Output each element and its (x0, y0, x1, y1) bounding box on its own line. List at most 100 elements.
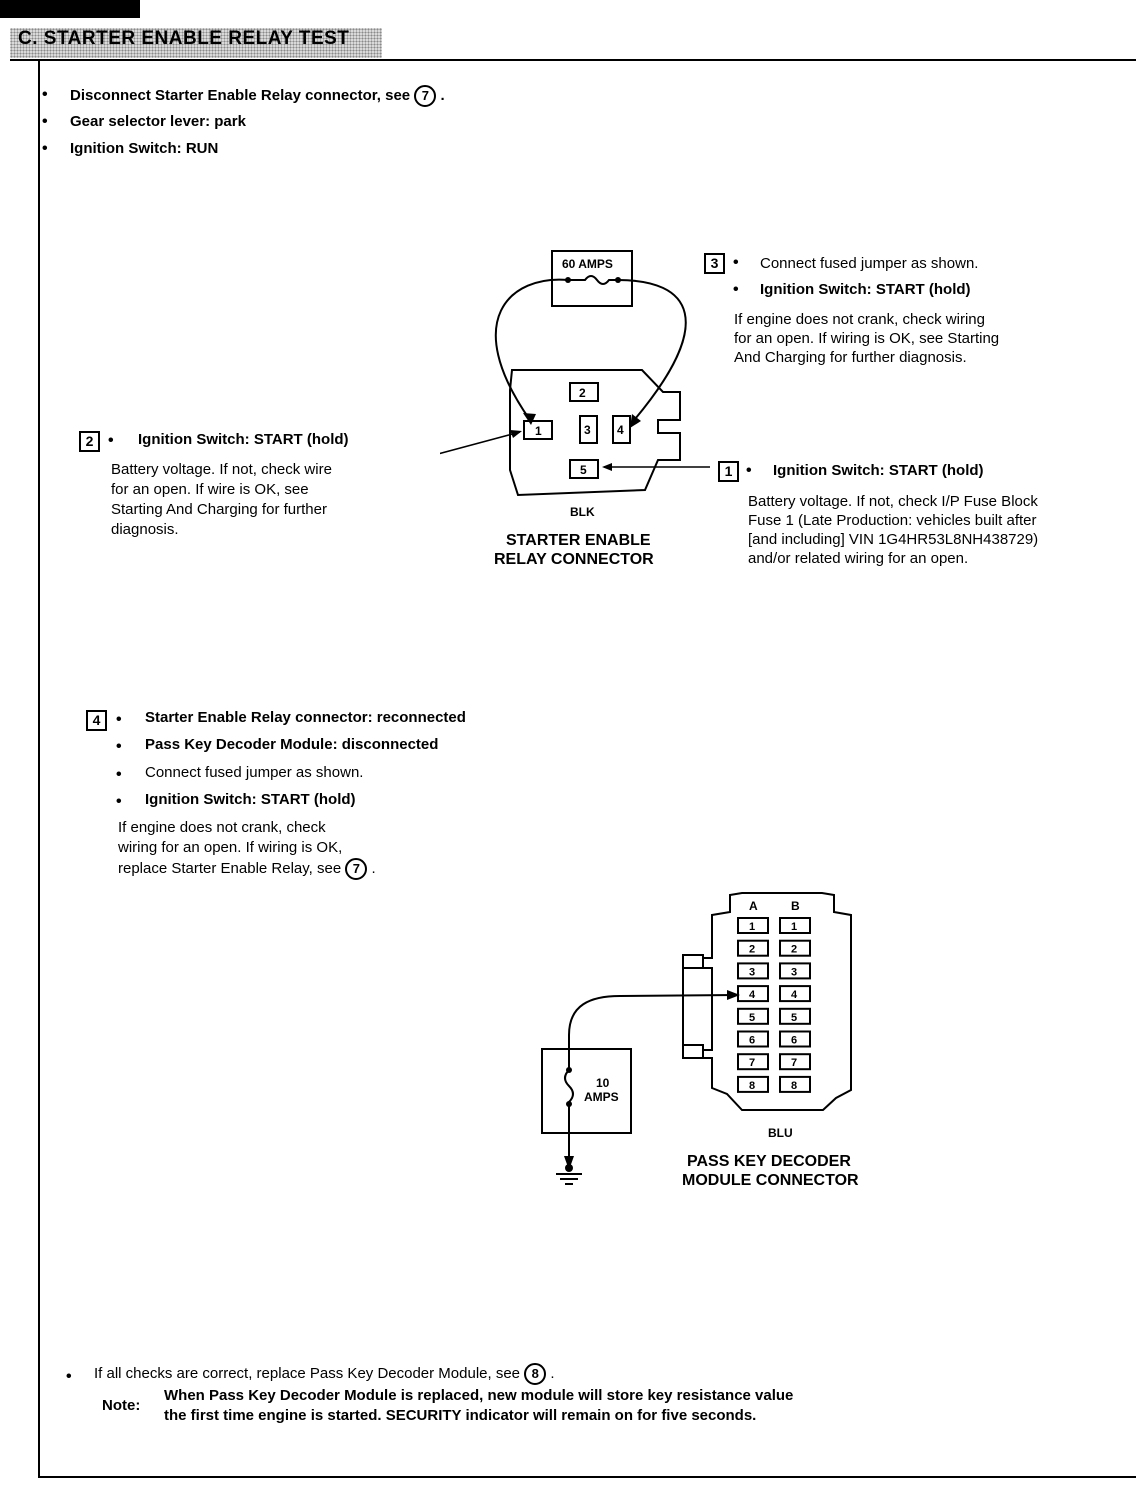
intro-item-disconnect: Disconnect Starter Enable Relay connecto… (70, 85, 445, 107)
step2-body-line: for an open. If wire is OK, see (111, 481, 309, 498)
bullet-dot: • (42, 113, 48, 130)
column-a-label: A (749, 899, 758, 913)
bullet-dot: • (42, 86, 48, 103)
decoder-pin-label: 2 (749, 944, 755, 956)
fuse-60a-box (551, 250, 633, 307)
relay-pin-label: 2 (579, 386, 586, 400)
relay-pin-1 (523, 420, 553, 440)
step2-body-line: diagnosis. (111, 521, 179, 538)
bullet-dot: • (733, 254, 739, 271)
step3-bullet-connect: Connect fused jumper as shown. (760, 255, 979, 272)
step1-body-line: Fuse 1 (Late Production: vehicles built … (748, 512, 1037, 529)
decoder-pin-label: 1 (791, 921, 797, 933)
final-instruction: If all checks are correct, replace Pass … (94, 1363, 555, 1385)
decoder-pin-b1 (779, 917, 811, 934)
jumper-wire-left (494, 278, 569, 421)
jumper-wire-right (617, 279, 687, 426)
decoder-connector-body (702, 892, 852, 1111)
frame-top-rule (10, 59, 1136, 61)
step1-body-line: and/or related wiring for an open. (748, 550, 969, 567)
step4-bullet-disconnected: Pass Key Decoder Module: disconnected (145, 736, 439, 753)
step3-body-line: If engine does not crank, check wiring (734, 311, 985, 328)
decoder-pin-label: 8 (791, 1080, 797, 1092)
step3-body-line: And Charging for further diagnosis. (734, 349, 967, 366)
relay-pin-label: 5 (580, 463, 587, 477)
intro-item-text: Disconnect Starter Enable Relay connecto… (70, 86, 411, 104)
decoder-pin-b2 (779, 939, 811, 957)
ref-circle: 7 (345, 858, 368, 880)
decoder-pin-label: 4 (749, 989, 756, 1001)
bullet-dot: • (66, 1368, 72, 1385)
fuse-10a-box (541, 1048, 632, 1134)
step4-body-text: replace Starter Enable Relay, see (118, 859, 342, 877)
bullet-dot: • (108, 432, 114, 449)
decoder-pin-a6 (737, 1030, 769, 1048)
leader-step2 (440, 431, 521, 455)
bullet-dot: • (116, 738, 122, 755)
decoder-pin-a4 (737, 985, 769, 1003)
title-shaded-box (10, 28, 382, 58)
relay-pin-2 (569, 382, 599, 402)
decoder-pin-label: 3 (791, 966, 797, 978)
connector-latch (682, 954, 704, 969)
column-b-label: B (791, 899, 800, 913)
frame-bottom-rule (38, 1476, 1136, 1478)
decoder-connector-name: MODULE CONNECTOR (682, 1172, 859, 1189)
final-text: If all checks are correct, replace Pass … (94, 1364, 521, 1382)
relay-connector-name: STARTER ENABLE (506, 532, 651, 549)
step4-bullet-jumper: Connect fused jumper as shown. (145, 764, 364, 781)
decoder-pin-b3 (779, 962, 811, 980)
relay-pin-3 (579, 415, 598, 444)
bullet-dot: • (116, 711, 122, 728)
intro-item-gear: Gear selector lever: park (70, 113, 246, 130)
step2-body-line: Battery voltage. If not, check wire (111, 461, 332, 478)
decoder-pin-label: 5 (791, 1012, 797, 1024)
decoder-pin-label: 7 (791, 1057, 797, 1069)
decoder-connector-color: BLU (768, 1126, 793, 1140)
decoder-pin-b4 (779, 985, 811, 1003)
decoder-pin-label: 2 (791, 944, 797, 956)
decoder-pin-b5 (779, 1007, 811, 1025)
step4-body-line: wiring for an open. If wiring is OK, (118, 839, 343, 856)
note-line: the first time engine is started. SECURI… (164, 1407, 757, 1424)
decoder-pin-label: 4 (791, 989, 798, 1001)
starter-relay-diagram: 60 AMPS 2 1 3 4 5 BLK STARTER ENABLE REL… (440, 250, 710, 568)
step-number-box: 2 (79, 431, 100, 452)
step-number-box: 1 (718, 461, 739, 482)
jumper-wire-decoder (568, 994, 737, 1070)
decoder-pin-label: 6 (749, 1035, 755, 1047)
decoder-pin-a5 (737, 1007, 769, 1025)
page-title: C. STARTER ENABLE RELAY TEST (18, 28, 350, 49)
arrow-head (630, 414, 641, 428)
fuse-10a-label: AMPS (584, 1090, 619, 1104)
decoder-pin-label: 5 (749, 1012, 755, 1024)
step1-body-line: [and including] VIN 1G4HR53L8NH438729) (748, 531, 1039, 548)
fuse-60a-symbol (568, 275, 618, 285)
step2-bullet-ignition: Ignition Switch: START (hold) (138, 431, 349, 448)
step4-bullet-ignition: Ignition Switch: START (hold) (145, 791, 356, 808)
step2-body-line: Starting And Charging for further (111, 501, 327, 518)
arrow-head (564, 1156, 574, 1170)
intro-item-ignition: Ignition Switch: RUN (70, 140, 219, 157)
header-black-bar (0, 0, 140, 18)
step4-bullet-reconnected: Starter Enable Relay connector: reconnec… (145, 709, 466, 726)
step3-body-line: for an open. If wiring is OK, see Starti… (734, 330, 1000, 347)
decoder-pin-a1 (737, 917, 769, 934)
step3-bullet-ignition: Ignition Switch: START (hold) (760, 281, 971, 298)
connector-latch (682, 1044, 704, 1059)
fuse-60a-label: 60 AMPS (562, 257, 613, 271)
step4-body-line-ref: replace Starter Enable Relay, see 7 . (118, 858, 376, 880)
step1-body-line: Battery voltage. If not, check I/P Fuse … (748, 493, 1038, 510)
bullet-dot: • (42, 140, 48, 157)
arrow-head (727, 990, 740, 1000)
step-number-box: 4 (86, 710, 107, 731)
decoder-pin-a3 (737, 962, 769, 980)
decoder-pin-b8 (779, 1075, 811, 1093)
note-label: Note: (102, 1397, 141, 1414)
decoder-pin-label: 7 (749, 1057, 755, 1069)
frame-left-rule (38, 59, 40, 1477)
bullet-dot: • (116, 793, 122, 810)
bullet-dot: • (733, 281, 739, 298)
note-line: When Pass Key Decoder Module is replaced… (164, 1387, 794, 1404)
relay-connector-color: BLK (570, 505, 595, 519)
